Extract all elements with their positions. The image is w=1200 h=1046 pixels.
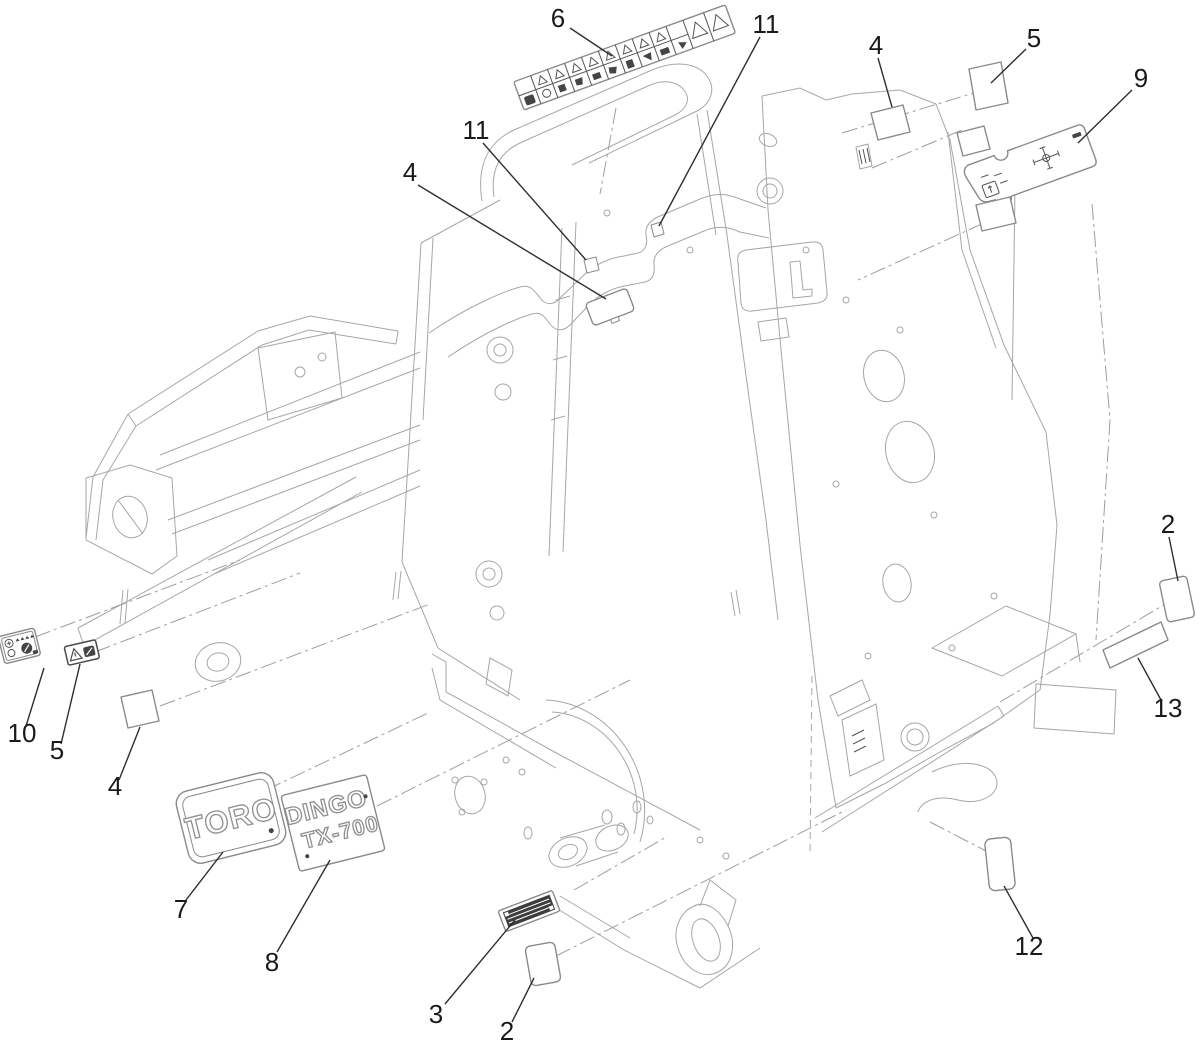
decal-blank-4-left (120, 689, 160, 729)
callout-9: 9 (1134, 63, 1148, 93)
decal-operation-instructions (0, 627, 41, 665)
callout-13: 13 (1154, 693, 1183, 723)
decal-warning-small (63, 639, 100, 666)
callout-numbers: 6 11 4 5 9 11 4 2 13 10 5 4 7 8 3 2 12 (8, 3, 1183, 1046)
decal-toro-logo: TORO (175, 772, 287, 864)
left-frame-assembly (77, 315, 421, 682)
callout-12: 12 (1015, 931, 1044, 961)
bottom-chassis (431, 589, 1005, 989)
callout-4-left: 4 (108, 771, 122, 801)
decal-blank-5-top (968, 61, 1009, 111)
callout-2-right: 2 (1161, 509, 1175, 539)
decal-blank-4-middle (585, 288, 635, 326)
leader-lines (25, 27, 1179, 1023)
callout-5-top: 5 (1027, 23, 1041, 53)
decal-blank-12 (984, 836, 1016, 892)
decal-model-dingo: DINGO TX-700 (280, 774, 386, 872)
callout-10: 10 (8, 718, 37, 748)
callout-6-top: 6 (551, 3, 565, 33)
callout-8: 8 (265, 947, 279, 977)
callout-4-top: 4 (869, 30, 883, 60)
callout-4-mid: 4 (403, 157, 417, 187)
decal-serial-plate (497, 890, 561, 932)
decal-tiny-11-left (583, 256, 600, 274)
decal-control-panel (963, 124, 1097, 207)
callout-11-mid: 11 (463, 115, 490, 145)
decal-blank-2-right (1158, 575, 1196, 623)
decal-blank-13 (1102, 621, 1169, 669)
callout-5-left: 5 (50, 735, 64, 765)
machine-line-art (34, 63, 1173, 989)
decal-warning-strip (513, 4, 736, 111)
placement-centerlines (34, 84, 1173, 957)
right-body-panel (756, 87, 1117, 813)
decal-blank-small-mid (956, 125, 991, 157)
callout-2-bottom: 2 (500, 1016, 514, 1046)
engine-hatch (737, 143, 873, 342)
callout-7: 7 (174, 894, 188, 924)
decal-tiny-11-top (650, 221, 665, 238)
decals: TORO DINGO TX-700 (0, 4, 1196, 987)
callout-3: 3 (429, 999, 443, 1029)
decal-blank-2-bottom (524, 941, 562, 987)
decal-blank-4-top (870, 104, 911, 141)
center-tower (401, 63, 779, 701)
decal-blank-below-panel (975, 196, 1017, 232)
callout-11-top: 11 (753, 9, 780, 39)
